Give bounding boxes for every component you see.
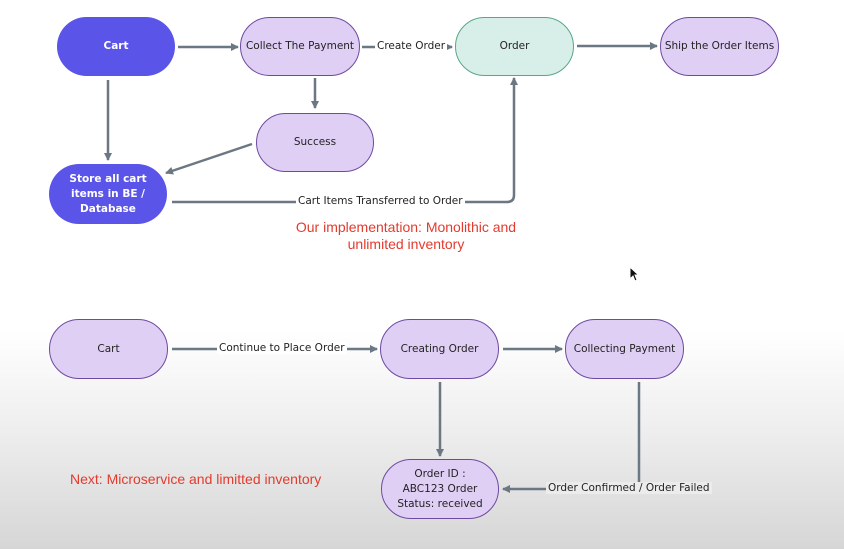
node-store-cart: Store all cart items in BE / Database <box>49 164 167 224</box>
node-collect-payment: Collect The Payment <box>240 17 360 76</box>
edge-label-order-confirmed-failed: Order Confirmed / Order Failed <box>546 482 712 494</box>
arrow-collecting-payment-to-status <box>502 382 641 493</box>
node-order: Order <box>455 17 574 76</box>
node-ship-items: Ship the Order Items <box>660 17 779 76</box>
arrow-success-to-store <box>165 142 253 175</box>
note-monolithic: Our implementation: Monolithic and unlim… <box>295 219 517 252</box>
edge-label-cart-items-transferred: Cart Items Transferred to Order <box>296 195 465 207</box>
node-cart-top: Cart <box>57 17 175 76</box>
node-creating-order: Creating Order <box>380 319 499 379</box>
node-success: Success <box>256 113 374 172</box>
note-microservice: Next: Microservice and limitted inventor… <box>70 471 322 487</box>
edge-label-create-order: Create Order <box>375 40 448 52</box>
mouse-cursor-icon <box>629 266 639 282</box>
arrow-store-to-order <box>172 77 518 204</box>
node-cart-bottom: Cart <box>49 319 168 379</box>
node-order-status: Order ID : ABC123 Order Status: received <box>381 459 499 519</box>
edge-label-continue-to-place-order: Continue to Place Order <box>217 342 347 354</box>
node-collecting-payment: Collecting Payment <box>565 319 684 379</box>
